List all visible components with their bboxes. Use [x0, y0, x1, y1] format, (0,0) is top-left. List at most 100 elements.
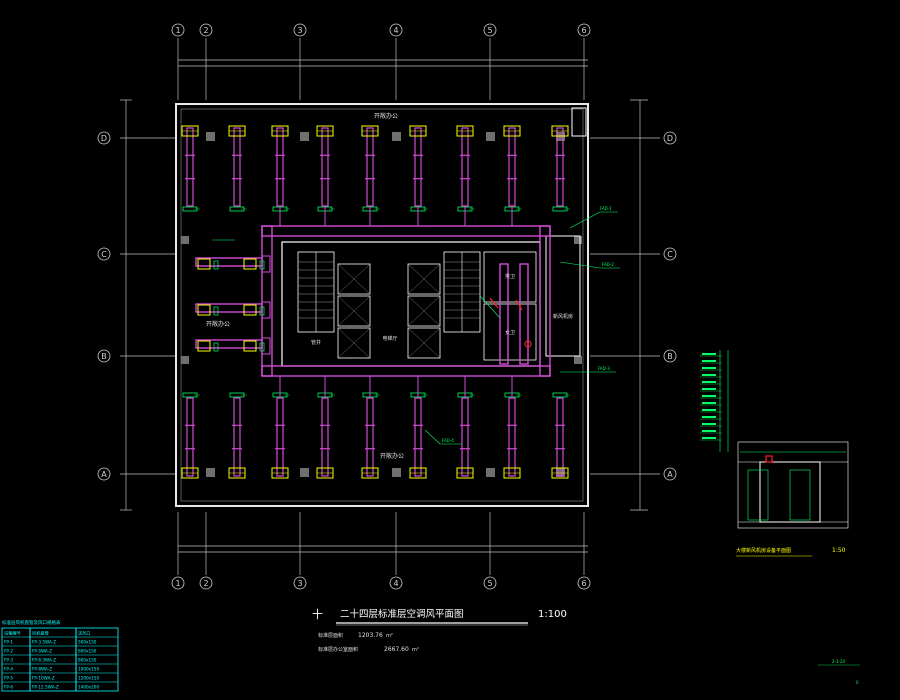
schedule-cell: FP-10WA-Z — [32, 675, 55, 680]
fan-coil-unit — [409, 125, 427, 137]
schedule-cell: 设备编号 — [4, 629, 21, 636]
grid-bubbles-left — [97, 131, 111, 481]
grid-row-label: D — [667, 134, 673, 143]
fan-coil-branch — [409, 392, 428, 479]
fan-coil-unit — [409, 467, 427, 479]
fan-coil-branch — [361, 392, 380, 479]
drawing-scale: 1:100 — [538, 609, 567, 620]
fan-coil-unit — [271, 125, 289, 137]
detail-drawing: - 大楼新风机房设备平面图 1:50 — [700, 350, 849, 557]
schedule-cell: 1200x150 — [78, 675, 99, 680]
grid-col-label: 1 — [175, 579, 180, 588]
axis-dimension-lines — [120, 38, 660, 575]
grid-col-label: 6 — [581, 26, 586, 35]
fan-coil-unit — [271, 467, 289, 479]
fan-coil-branch — [551, 392, 570, 479]
schedule-cell: FP-3.5WA-Z — [32, 639, 56, 644]
schedule-cell: FP-12.5WA-Z — [32, 684, 59, 689]
main-duct-loop — [195, 225, 551, 377]
grid-col-label: 3 — [297, 26, 302, 35]
building-outline — [175, 103, 589, 507]
fan-coil-unit — [361, 125, 379, 137]
fan-coil-branch — [271, 125, 290, 212]
grid-col-label: 5 — [487, 26, 492, 35]
fan-coil-branch — [228, 392, 247, 479]
grid-col-label: 2 — [203, 26, 208, 35]
schedule-cell: FP-4 — [4, 666, 13, 671]
schedule-cell: 600x150 — [78, 648, 97, 653]
grid-row-label: D — [101, 134, 107, 143]
room-toilet-m: 男卫 — [505, 274, 515, 280]
fan-coil-branch — [456, 392, 475, 479]
grid-row-label: A — [667, 470, 673, 479]
schedule-cell: FP-6 — [4, 684, 13, 689]
fan-coil-unit — [181, 467, 199, 479]
grid-col-label: 3 — [297, 579, 302, 588]
grid-bubbles-right — [663, 131, 677, 481]
svg-text:FAD-4: FAD-4 — [442, 438, 454, 443]
fan-coil-unit — [316, 467, 334, 479]
grid-row-label: C — [667, 250, 673, 259]
fan-coil-branch — [271, 392, 290, 479]
drawing-title-block: 十 二十四层标准层空调风平面图 1:100 标准层面积 1203.76 m² 标… — [312, 607, 567, 653]
grid-row-label: B — [667, 352, 673, 361]
area-unit-1: m² — [386, 633, 393, 639]
svg-text:FAD-2: FAD-2 — [602, 262, 614, 267]
room-open-office-bottom: 开敞办公 — [380, 452, 404, 460]
fan-coil-branch — [551, 125, 570, 212]
room-toilet-f: 女卫 — [505, 329, 515, 336]
fan-coil-branch — [503, 125, 522, 212]
grid-col-label: 4 — [393, 26, 398, 35]
room-shaft: 管井 — [311, 339, 321, 346]
schedule-cell: FP-2 — [4, 648, 13, 653]
exhaust-fan-markers — [489, 297, 532, 348]
drawing-title: 二十四层标准层空调风平面图 — [340, 608, 464, 620]
schedule-cell: 1400x200 — [78, 684, 99, 689]
grid-col-label: 5 — [487, 579, 492, 588]
fan-coil-unit — [551, 125, 569, 137]
grid-col-label: 4 — [393, 579, 398, 588]
schedule-cell: 1000x150 — [78, 666, 99, 671]
grid-col-label: 2 — [203, 579, 208, 588]
detail-title: 大楼新风机房设备平面图 — [736, 547, 791, 554]
schedule-cell: FP-5WA-Z — [32, 648, 52, 653]
grid-row-label: B — [101, 352, 107, 361]
room-machine: 新风机房 — [553, 313, 573, 320]
fan-coil-unit — [228, 467, 246, 479]
grid-col-label: 1 — [175, 26, 180, 35]
sheet-mark: 0 — [856, 680, 859, 685]
schedule-cell: FP-3 — [4, 657, 13, 662]
fan-coil-branch — [409, 125, 428, 212]
room-open-office-top: 开敞办公 — [374, 112, 398, 120]
fan-coil-row-bottom — [181, 376, 570, 479]
fan-coil-branch — [361, 125, 380, 212]
schedule-cell: FP-5 — [4, 675, 13, 680]
schedule-cell: 500x150 — [78, 639, 97, 644]
fan-coil-unit — [503, 467, 521, 479]
fan-coil-unit — [361, 467, 379, 479]
schedule-title: 标准层风机盘管及风口规格表 — [2, 619, 61, 626]
detail-leader-stack — [700, 353, 722, 441]
area-unit-2: m² — [412, 647, 419, 653]
detail-scale: 1:50 — [832, 547, 846, 554]
area-value-1: 1203.76 — [358, 632, 383, 639]
footer-note: 2-1-24 — [832, 659, 846, 664]
grid-bubbles-bottom — [171, 576, 591, 590]
schedule-cell: 800x150 — [78, 657, 97, 662]
grid-labels: 1 2 3 4 5 6 1 2 3 4 5 6 D C B A D C B A — [101, 26, 673, 588]
room-elevator-lobby: 电梯厅 — [382, 335, 397, 342]
fan-coil-branch — [316, 125, 335, 212]
grid-row-label: C — [101, 250, 107, 259]
area-label-1: 标准层面积 — [318, 632, 343, 639]
fan-coil-branch — [316, 392, 335, 479]
grid-row-label: A — [101, 470, 107, 479]
fan-coil-branch — [181, 125, 200, 212]
leader-lines — [212, 211, 620, 445]
fan-coil-unit — [316, 125, 334, 137]
stair-treads — [298, 261, 480, 319]
fan-coil-row-top — [181, 125, 570, 226]
fan-coil-branch — [228, 125, 247, 212]
fan-coil-branch — [503, 392, 522, 479]
